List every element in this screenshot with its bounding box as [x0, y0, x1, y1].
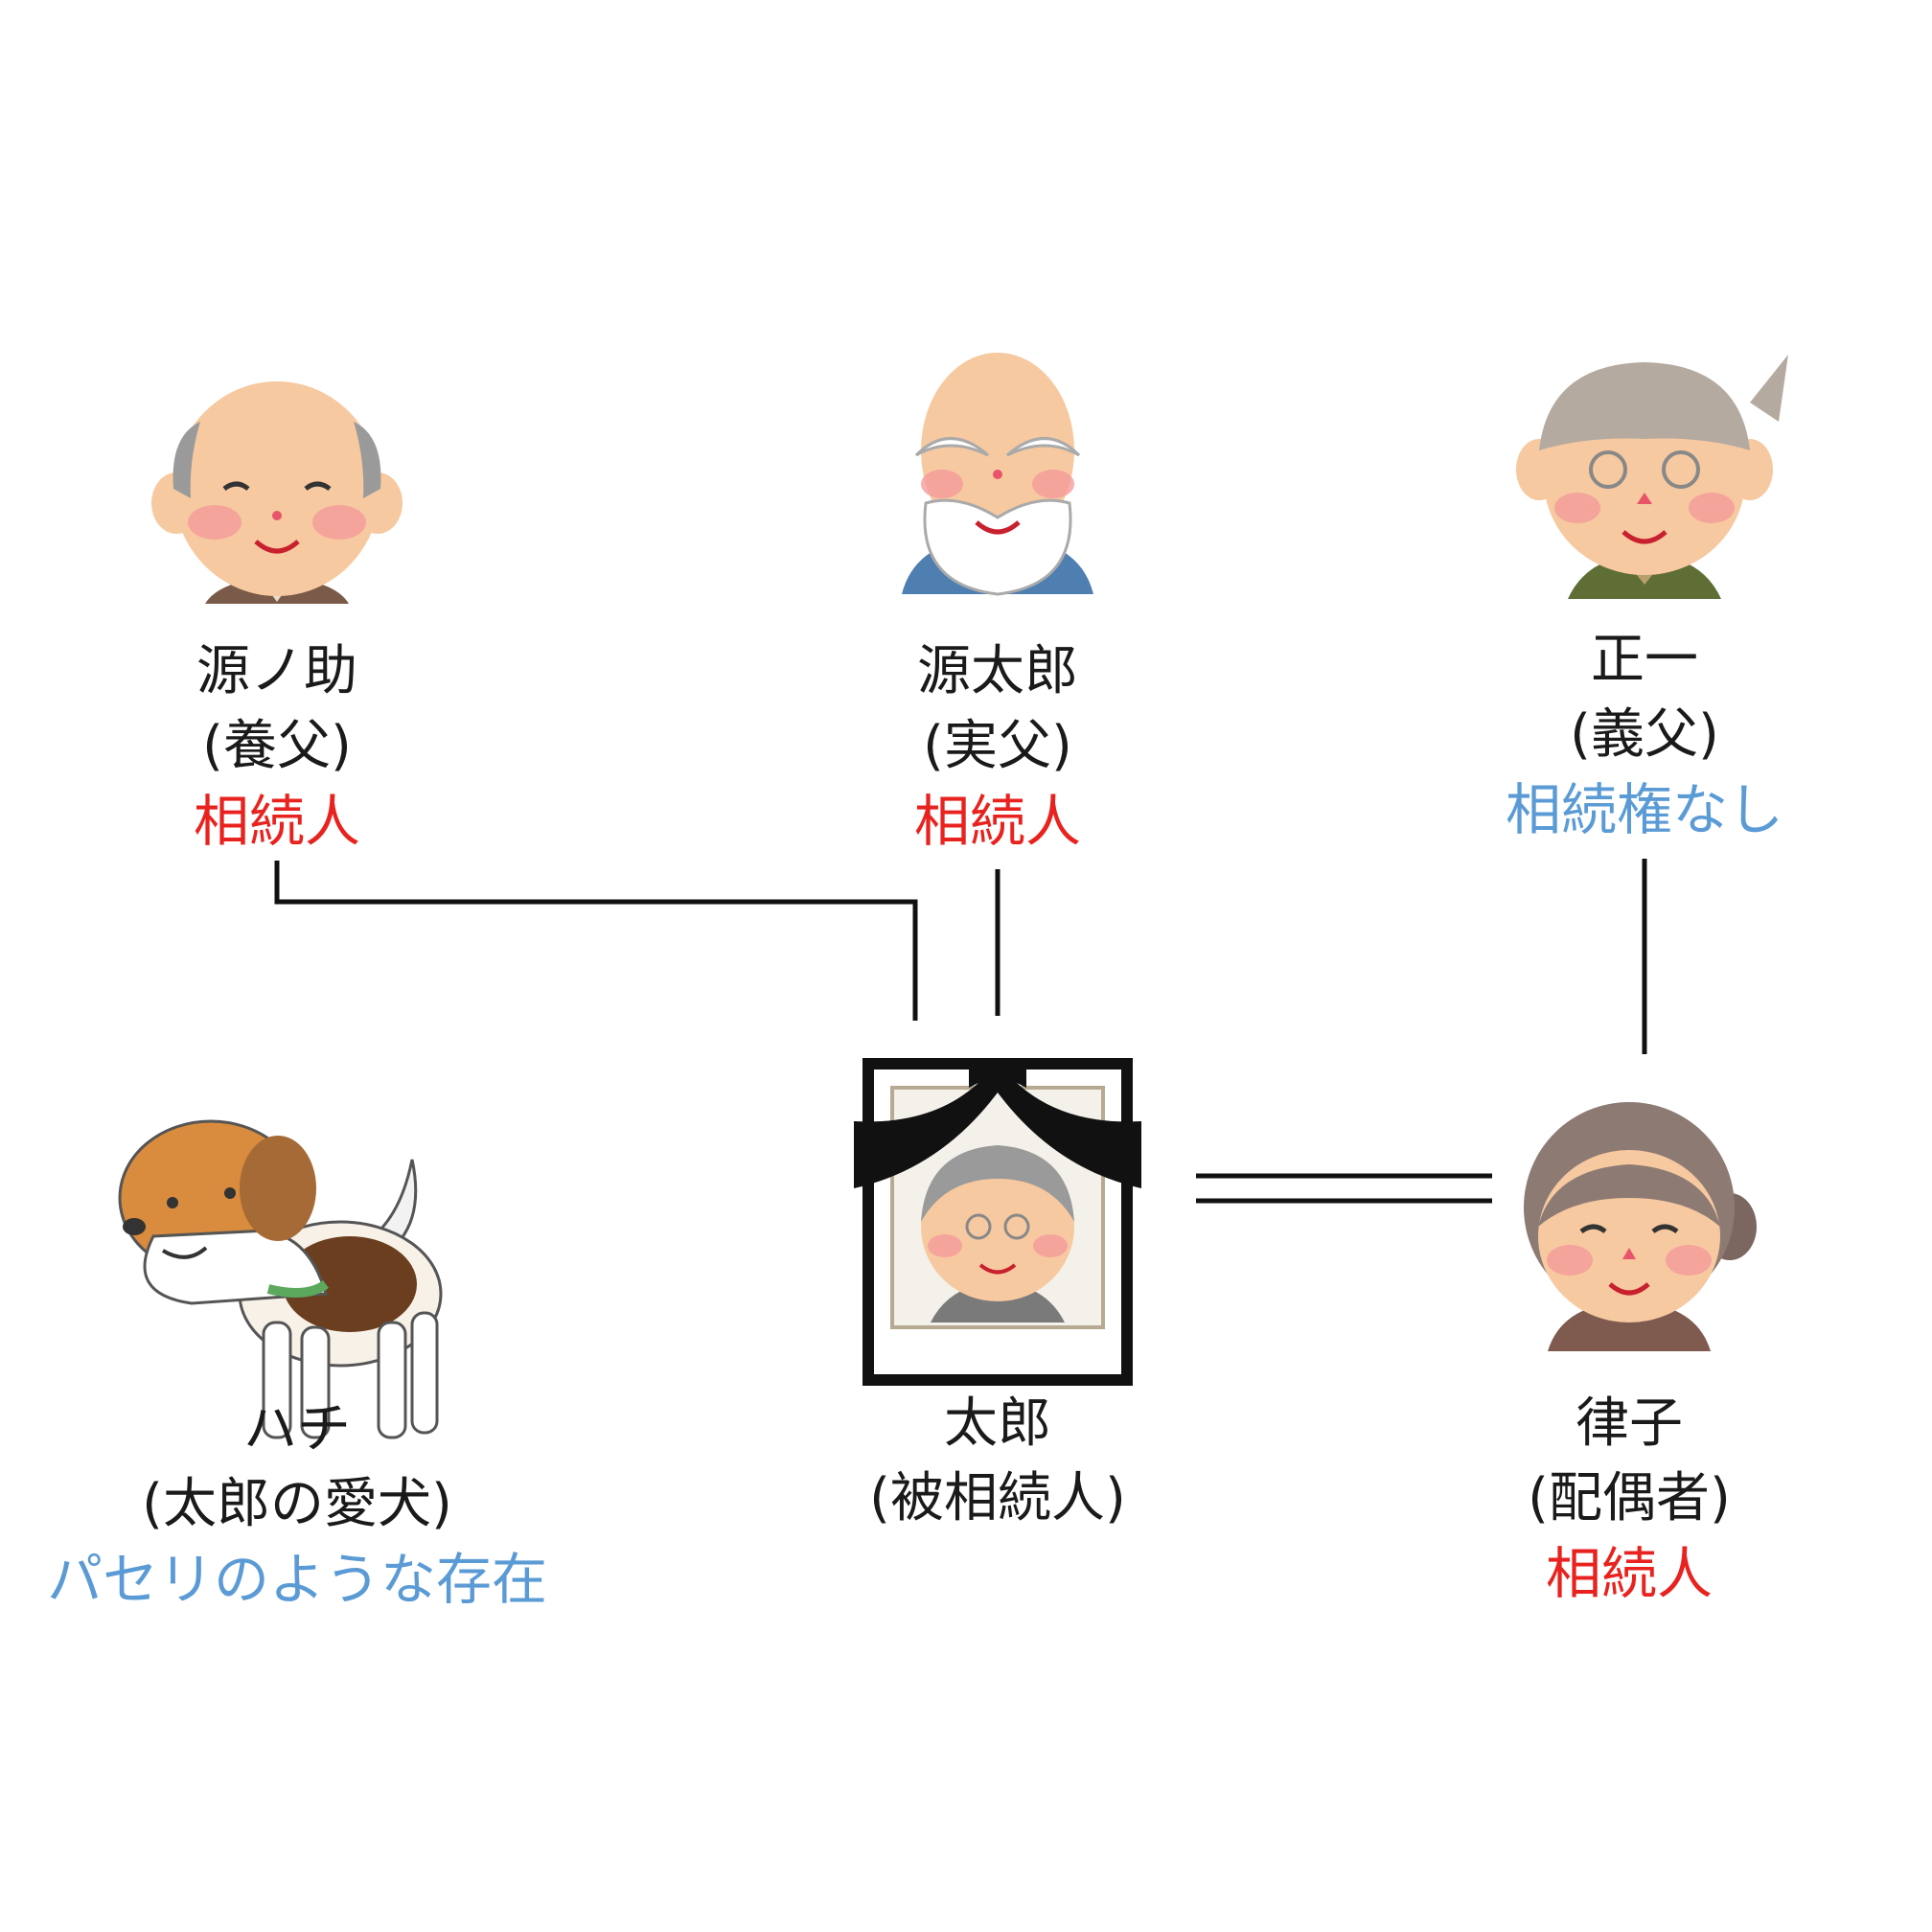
- person-relation: (太郎の愛犬): [142, 1473, 452, 1535]
- person-label-gennosuke: 源ノ助 (養父) 相続人: [9, 634, 545, 859]
- person-label-gentaro: 源太郎 (実父) 相続人: [729, 634, 1266, 859]
- inheritance-status: パセリのような存在: [46, 1547, 547, 1612]
- adoptive-father-line: [274, 861, 918, 1021]
- person-name: 正一: [1591, 629, 1698, 691]
- inheritance-status: 相続権なし: [1505, 777, 1783, 842]
- person-label-hachi: ハチ (太郎の愛犬) パセリのような存在: [29, 1392, 565, 1617]
- elderly-man-white-beard-icon: [902, 353, 1093, 596]
- person-relation: (被相続人): [869, 1467, 1126, 1530]
- person-name: 源ノ助: [196, 640, 357, 702]
- inheritance-status: 相続人: [193, 789, 360, 854]
- person-name: 太郎: [944, 1392, 1051, 1455]
- person-name: ハチ: [243, 1398, 351, 1460]
- person-relation: (義父): [1570, 703, 1719, 766]
- person-relation: (養父): [202, 715, 352, 777]
- person-label-shoichi: 正一 (義父) 相続権なし: [1376, 623, 1913, 847]
- person-name: 源太郎: [917, 640, 1078, 702]
- elderly-woman-icon: [1524, 1102, 1757, 1351]
- elderly-man-headband-icon: [1516, 355, 1788, 599]
- person-relation: (実父): [923, 715, 1072, 777]
- person-name: 律子: [1576, 1392, 1683, 1455]
- inheritance-status: 相続人: [1545, 1541, 1713, 1606]
- memorial-portrait-icon: [854, 1058, 1141, 1386]
- person-label-ritsuko: 律子 (配偶者) 相続人: [1361, 1387, 1898, 1611]
- person-label-taro: 太郎 (被相続人): [729, 1387, 1266, 1536]
- elderly-man-bald-icon: [151, 381, 402, 604]
- person-relation: (配偶者): [1528, 1467, 1731, 1530]
- connector-lines: [274, 859, 1647, 1204]
- inheritance-status: 相続人: [913, 789, 1081, 854]
- beagle-dog-icon: [118, 1119, 443, 1439]
